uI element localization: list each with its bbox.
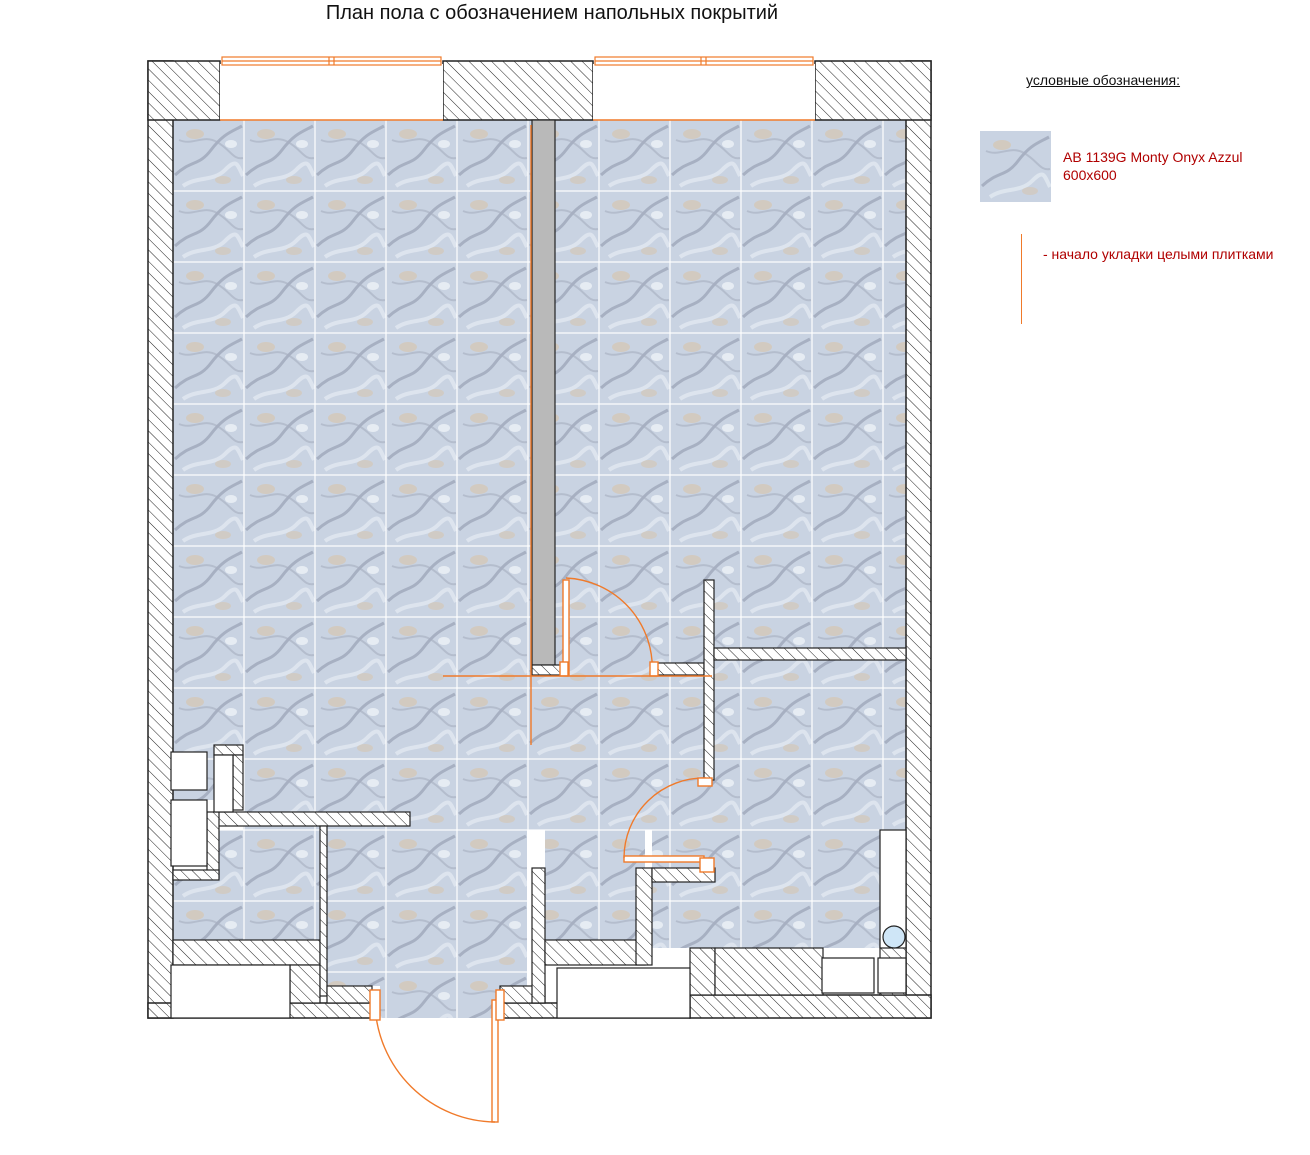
legend-tile-name: AB 1139G Monty Onyx Azzul: [1063, 149, 1243, 165]
door-swing-entrance: [374, 1003, 496, 1123]
legend-heading: условные обозначения:: [1026, 72, 1181, 88]
wall-left: [147, 60, 174, 1019]
page-title: План пола с обозначением напольных покры…: [325, 2, 779, 24]
windows: [221, 56, 814, 66]
wall-bottom-right: [689, 994, 932, 1019]
wall-top-right: [814, 60, 932, 121]
doors: [369, 577, 715, 1123]
wall-top-middle: [442, 60, 594, 121]
door-swing-bathroom: [623, 777, 707, 859]
door-swing-kitchen: [565, 577, 653, 676]
legend-start-text: - начало укладки целыми плитками: [1043, 246, 1274, 262]
wall-right: [905, 60, 932, 1019]
central-column: [531, 119, 556, 666]
tile-start-lines: [443, 125, 712, 745]
outer-walls: [147, 60, 932, 1019]
door-leaf-kitchen: [562, 579, 570, 676]
window-openings: [220, 64, 815, 121]
legend-tile-swatch: [980, 131, 1051, 202]
door-leaf-bathroom: [623, 855, 705, 863]
legend-start-line: [1021, 234, 1022, 324]
legend-tile-size: 600x600: [1063, 167, 1117, 183]
floor-drain: [882, 925, 906, 949]
wall-top-left: [147, 60, 221, 121]
